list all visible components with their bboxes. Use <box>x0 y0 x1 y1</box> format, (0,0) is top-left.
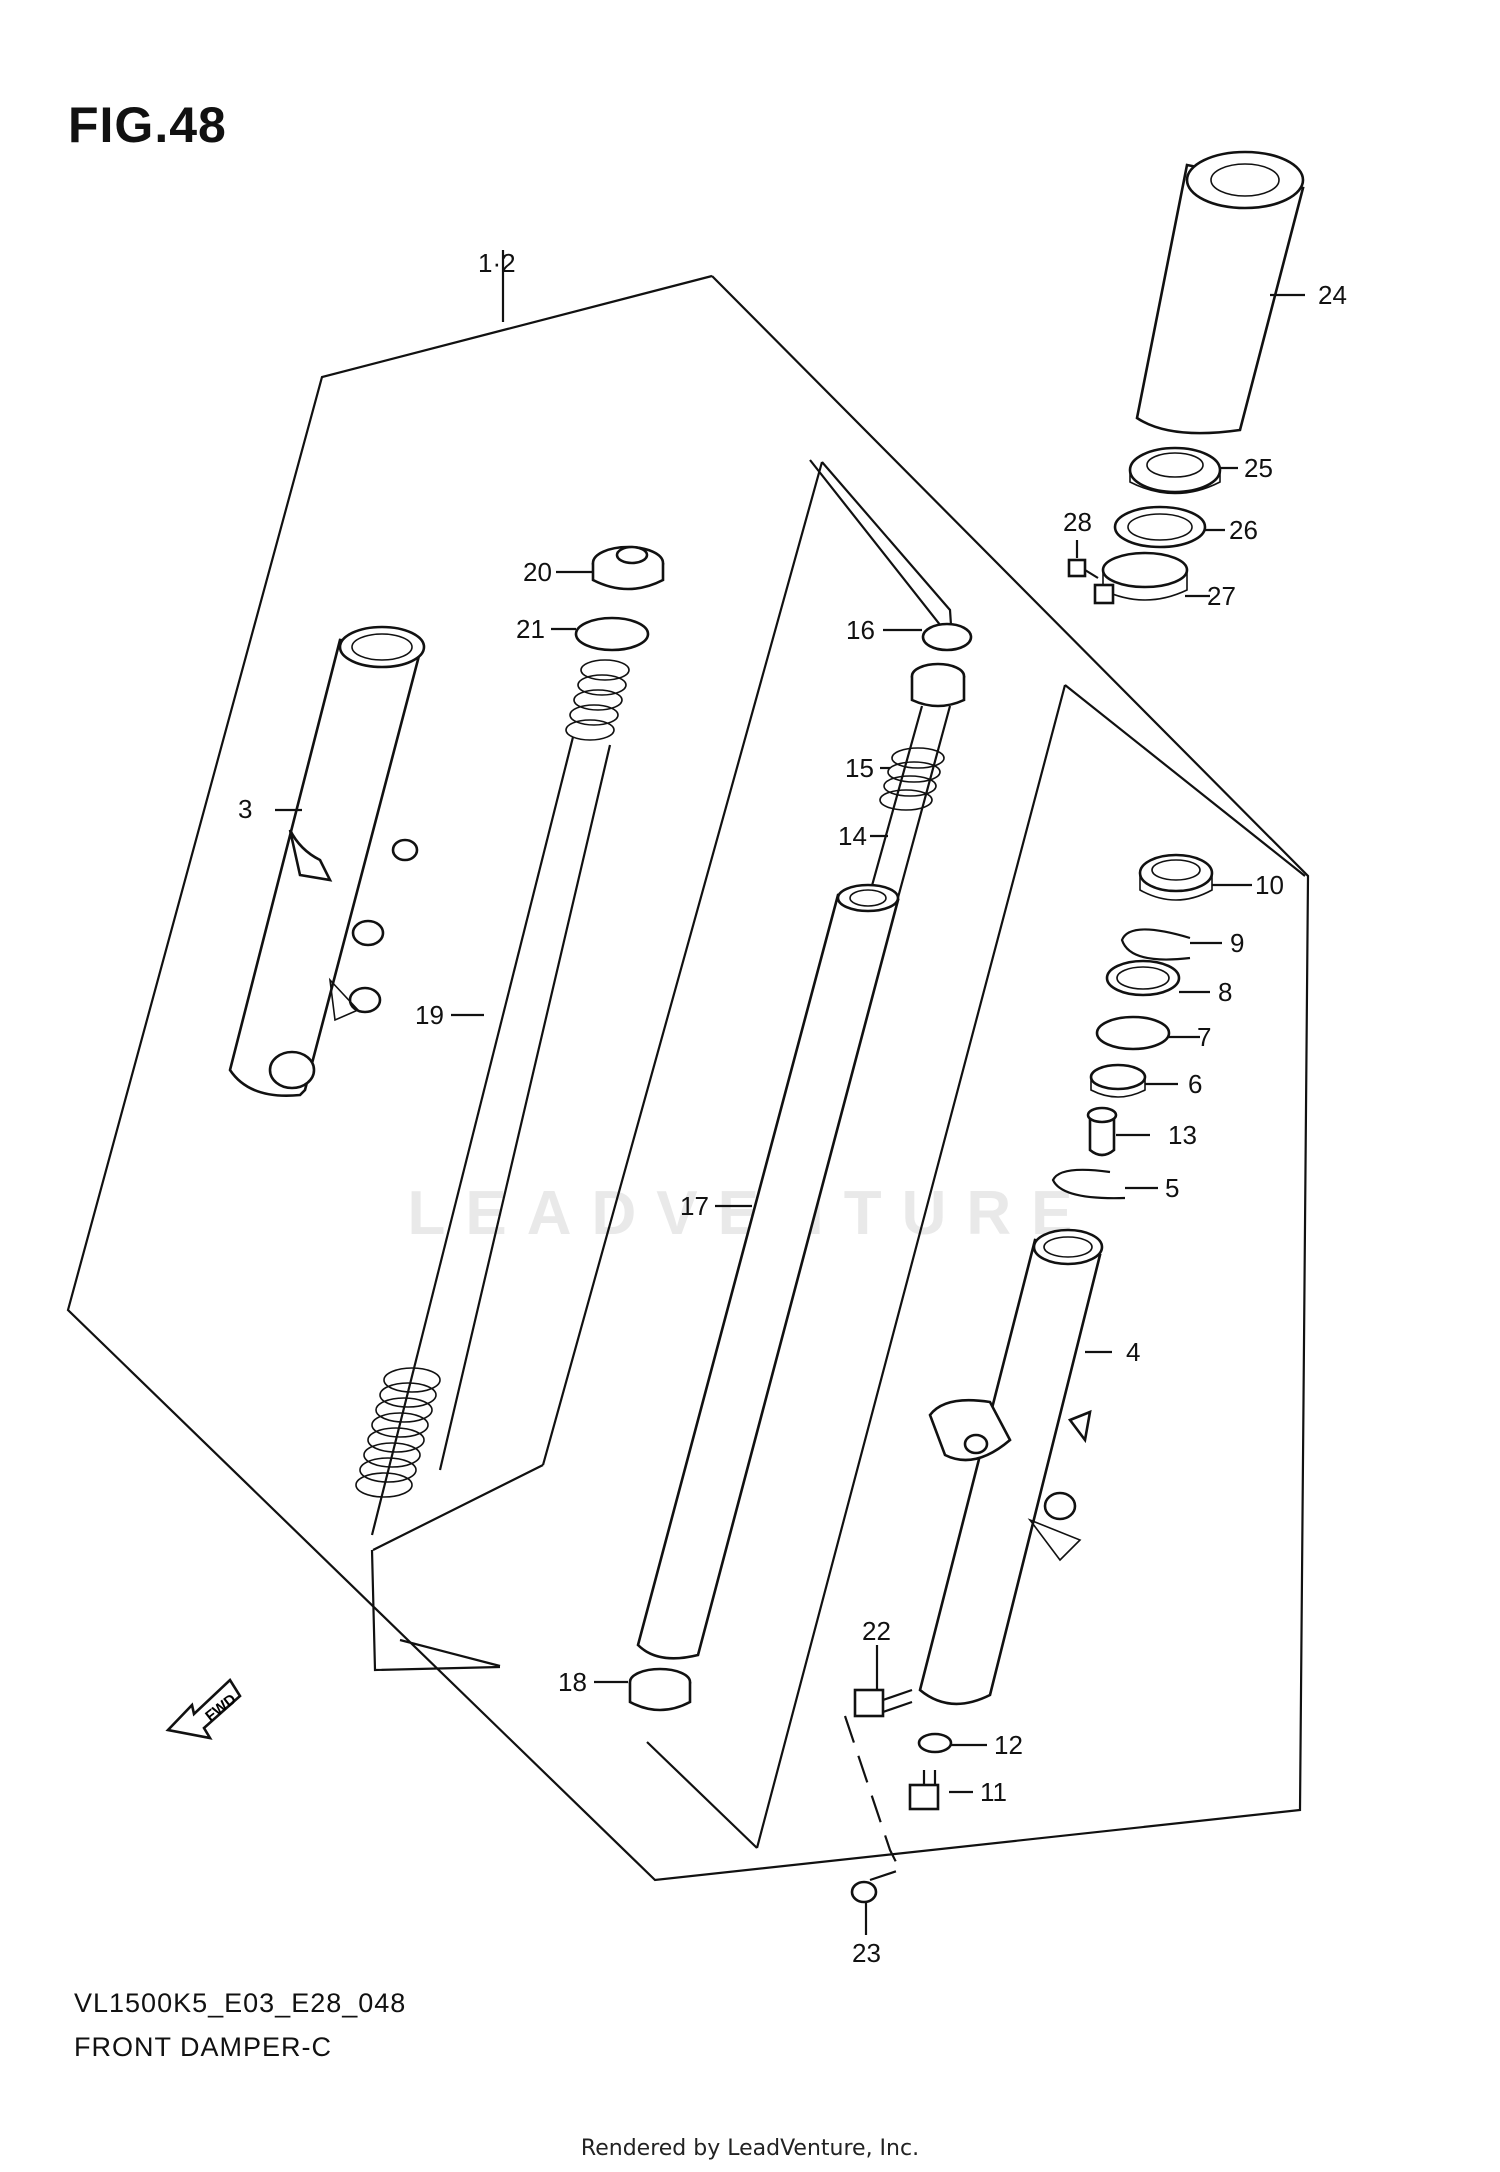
callout-8: 8 <box>1218 977 1232 1007</box>
inner-line-3 <box>399 1638 501 1668</box>
callout-16: 16 <box>846 615 875 645</box>
part-13-stopper <box>1086 1106 1118 1157</box>
callout-5: 5 <box>1165 1173 1179 1203</box>
part-20-cap-bolt <box>591 545 665 591</box>
part-11-drain-bolt <box>908 1770 940 1811</box>
part-15-spring <box>879 747 945 811</box>
callout-26: 26 <box>1229 515 1258 545</box>
inner-outline-left <box>809 459 954 644</box>
callout-12: 12 <box>994 1730 1023 1760</box>
part-28-screw <box>1067 558 1099 579</box>
assembly-outline <box>66 274 1310 1882</box>
part-6-bushing <box>1089 1063 1147 1098</box>
callout-7: 7 <box>1197 1022 1211 1052</box>
part-5-circlip <box>1051 1168 1126 1200</box>
part-26-washer <box>1113 505 1207 549</box>
callout-6: 6 <box>1188 1069 1202 1099</box>
callout-24: 24 <box>1318 280 1347 310</box>
callout-27: 27 <box>1207 581 1236 611</box>
part-18-bushing <box>628 1667 692 1712</box>
part-19-spring <box>355 659 630 1536</box>
part-12-gasket <box>917 1732 953 1754</box>
rendered-by-credit: Rendered by LeadVenture, Inc. <box>580 2136 920 2161</box>
callout-13: 13 <box>1168 1120 1197 1150</box>
inner-line-1 <box>541 461 824 1466</box>
callout-22: 22 <box>862 1616 891 1646</box>
callout-leaders <box>275 293 1305 1935</box>
part-14-rod <box>866 662 966 906</box>
fwd-arrow-icon: FWD <box>165 1677 242 1740</box>
callout-23: 23 <box>852 1938 881 1968</box>
part-4-outer-tube <box>918 1228 1104 1706</box>
part-23-cap <box>850 1880 878 1904</box>
inner-line-4 <box>755 684 1067 1849</box>
part-3-outer-tube <box>228 625 426 1097</box>
callout-20: 20 <box>523 557 552 587</box>
inner-outline-lower-left <box>370 1549 501 1672</box>
part-8-washer <box>1105 959 1181 997</box>
callout-17: 17 <box>680 1191 709 1221</box>
figure-title: FIG.48 <box>68 97 227 153</box>
callout-11: 11 <box>980 1777 1007 1807</box>
inner-line-2 <box>372 1464 544 1551</box>
inner-line-6 <box>646 1741 758 1849</box>
callout-3: 3 <box>238 794 252 824</box>
part-27-clamp <box>1093 551 1189 605</box>
part-22-23-leader <box>843 1715 902 1882</box>
part-16-o-ring <box>921 622 973 652</box>
callout-15: 15 <box>845 753 874 783</box>
part-24-fork-cover <box>1135 150 1305 435</box>
callout-28: 28 <box>1063 507 1092 537</box>
callout-4: 4 <box>1126 1337 1140 1367</box>
callout-21: 21 <box>516 614 545 644</box>
model-code: VL1500K5_E03_E28_048 <box>74 1988 407 2018</box>
part-10-seal <box>1138 853 1214 901</box>
callout-18: 18 <box>558 1667 587 1697</box>
part-21-o-ring <box>574 616 650 652</box>
part-22-bolt <box>853 1688 913 1718</box>
inner-line-5 <box>1064 684 1306 877</box>
part-17-cylinder <box>636 883 900 1660</box>
watermark-text: LEADVENTURE <box>407 1179 1093 1248</box>
callout-14: 14 <box>838 821 867 851</box>
part-9-circlip <box>1120 928 1191 961</box>
callout-25: 25 <box>1244 453 1273 483</box>
callout-10: 10 <box>1255 870 1284 900</box>
part-25-nut <box>1128 446 1222 495</box>
callout-9: 9 <box>1230 928 1244 958</box>
part-7-seal <box>1095 1015 1171 1051</box>
figure-name: FRONT DAMPER-C <box>74 2032 333 2062</box>
callout-1-2: 1·2 <box>478 248 516 278</box>
callout-19: 19 <box>415 1000 444 1030</box>
